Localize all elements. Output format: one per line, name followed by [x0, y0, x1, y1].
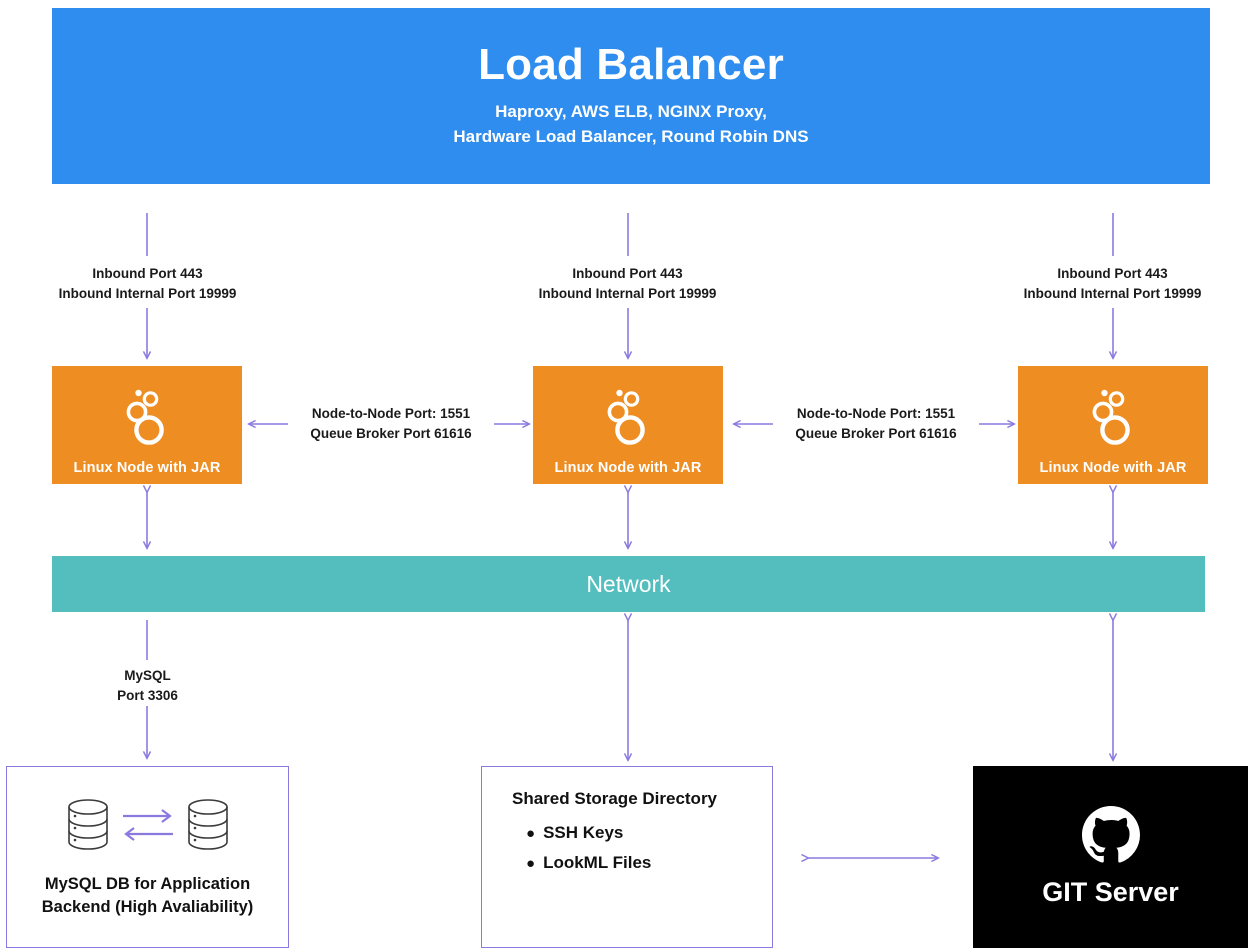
mysql-database-box: MySQL DB for Application Backend (High A…	[6, 766, 289, 948]
inbound-label-left: Inbound Port 443 Inbound Internal Port 1…	[20, 264, 275, 303]
shared-storage-item-lookml-files-label: LookML Files	[543, 853, 652, 872]
git-server-box[interactable]: GIT Server	[973, 766, 1248, 948]
inbound-label-center-line1: Inbound Port 443	[572, 266, 683, 281]
mysql-database-caption-line2: Backend (High Avaliability)	[41, 897, 254, 916]
github-octocat-icon	[1081, 806, 1140, 869]
node-link-label-left-line1: Node-to-Node Port: 1551	[311, 406, 471, 421]
network-label: Network	[586, 570, 671, 597]
looker-rings-icon	[605, 385, 651, 454]
load-balancer-title: Load Balancer	[478, 40, 784, 90]
git-server-label: GIT Server	[1042, 877, 1179, 907]
load-balancer-subtitle-line2: Hardware Load Balancer, Round Robin DNS	[453, 127, 809, 147]
mysql-link-label-line2: Port 3306	[117, 687, 178, 703]
inbound-label-center-line2: Inbound Internal Port 19999	[538, 285, 717, 301]
node-link-label-left: Node-to-Node Port: 1551 Queue Broker Por…	[276, 404, 506, 443]
database-cylinder-icon	[63, 796, 113, 859]
mysql-link-label: MySQL Port 3306	[60, 666, 235, 705]
inbound-label-right: Inbound Port 443 Inbound Internal Port 1…	[985, 264, 1240, 303]
bullet-icon: ●	[526, 824, 536, 842]
bidirectional-replication-arrows-icon	[117, 803, 179, 852]
shared-storage-item-ssh-keys: ● SSH Keys	[526, 823, 772, 843]
shared-storage-title: Shared Storage Directory	[512, 789, 718, 808]
linux-node-left-label: Linux Node with JAR	[73, 460, 221, 476]
inbound-label-left-line1: Inbound Port 443	[92, 266, 203, 281]
looker-rings-icon	[124, 385, 170, 454]
shared-storage-box: Shared Storage Directory ● SSH Keys ● Lo…	[481, 766, 773, 948]
linux-node-center-label: Linux Node with JAR	[554, 460, 702, 476]
node-link-label-right-line2: Queue Broker Port 61616	[795, 425, 957, 441]
inbound-label-right-line1: Inbound Port 443	[1057, 266, 1168, 281]
looker-rings-icon	[1090, 385, 1136, 454]
shared-storage-item-lookml-files: ● LookML Files	[526, 853, 772, 873]
inbound-label-right-line2: Inbound Internal Port 19999	[1023, 285, 1202, 301]
database-replication-graphic	[63, 796, 233, 859]
linux-node-center[interactable]: Linux Node with JAR	[533, 366, 723, 484]
node-link-label-right-line1: Node-to-Node Port: 1551	[796, 406, 956, 421]
network-bar: Network	[52, 556, 1205, 612]
shared-storage-item-ssh-keys-label: SSH Keys	[543, 823, 624, 842]
linux-node-left[interactable]: Linux Node with JAR	[52, 366, 242, 484]
linux-node-right-label: Linux Node with JAR	[1039, 460, 1187, 476]
load-balancer-banner: Load Balancer Haproxy, AWS ELB, NGINX Pr…	[52, 8, 1210, 184]
node-link-label-right: Node-to-Node Port: 1551 Queue Broker Por…	[761, 404, 991, 443]
inbound-label-center: Inbound Port 443 Inbound Internal Port 1…	[500, 264, 755, 303]
bullet-icon: ●	[526, 854, 536, 872]
node-link-label-left-line2: Queue Broker Port 61616	[310, 425, 472, 441]
mysql-link-label-line1: MySQL	[124, 668, 171, 683]
load-balancer-subtitle: Haproxy, AWS ELB, NGINX Proxy, Hardware …	[453, 100, 808, 149]
load-balancer-subtitle-line1: Haproxy, AWS ELB, NGINX Proxy,	[495, 102, 767, 122]
inbound-label-left-line2: Inbound Internal Port 19999	[58, 285, 237, 301]
mysql-database-caption-line1: MySQL DB for Application	[44, 875, 251, 894]
database-cylinder-icon	[183, 796, 233, 859]
linux-node-right[interactable]: Linux Node with JAR	[1018, 366, 1208, 484]
mysql-database-caption: MySQL DB for Application Backend (High A…	[42, 873, 254, 918]
